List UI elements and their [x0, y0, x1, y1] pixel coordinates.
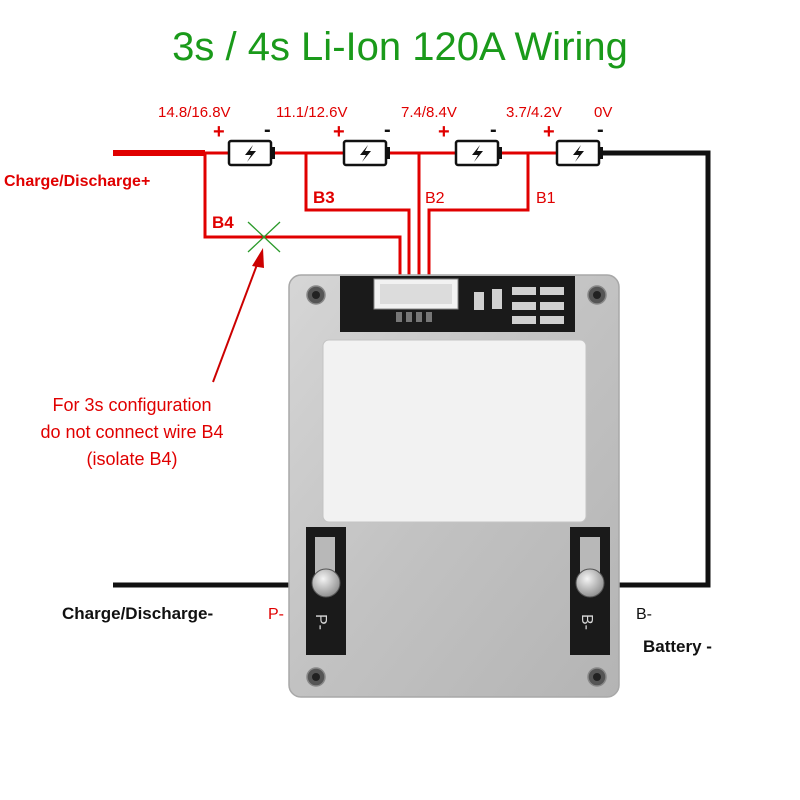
charge-plus-label: Charge/Discharge+ [4, 173, 150, 190]
battery-cell-1 [555, 139, 605, 167]
battery-cell-4 [227, 139, 277, 167]
charge-minus-label: Charge/Discharge- [62, 604, 213, 623]
minus-sign-2: - [384, 119, 391, 141]
note-line-1: For 3s configuration [52, 395, 211, 415]
battery-cell-2 [454, 139, 504, 167]
board-b-label: B- [578, 614, 595, 630]
plus-sign-2: + [333, 121, 345, 143]
plus-sign-4: + [543, 121, 555, 143]
p-minus-label: P- [268, 606, 284, 623]
board-p-label: P- [312, 614, 329, 630]
voltage-label-2: 11.1/12.6V [276, 104, 347, 121]
voltage-label-4: 3.7/4.2V [506, 104, 562, 121]
b3-label: B3 [313, 188, 335, 207]
minus-sign-3: - [490, 119, 497, 141]
board-label-area [322, 339, 587, 523]
minus-sign-1: - [264, 119, 271, 141]
note-line-3: (isolate B4) [86, 449, 177, 469]
b2-label: B2 [425, 190, 445, 207]
b1-label: B1 [536, 190, 556, 207]
page-title: 3s / 4s Li-Ion 120A Wiring [172, 25, 628, 69]
voltage-label-3: 7.4/8.4V [401, 104, 457, 121]
b4-label: B4 [212, 213, 234, 232]
plus-sign-1: + [213, 121, 225, 143]
p-minus-bolt [311, 568, 341, 598]
b-minus-label: B- [636, 606, 652, 623]
battery-minus-label: Battery - [643, 637, 712, 656]
x-cross-icon [247, 221, 281, 253]
plus-sign-3: + [438, 121, 450, 143]
voltage-label-5: 0V [594, 104, 612, 121]
bms-board: P- B- [288, 274, 620, 698]
note-arrow [212, 248, 264, 383]
battery-negative-wire [598, 150, 711, 588]
battery-cell-3 [342, 139, 392, 167]
note-line-2: do not connect wire B4 [40, 422, 223, 442]
red-wiring [113, 150, 556, 282]
voltage-label-1: 14.8/16.8V [158, 104, 231, 121]
minus-sign-4: - [597, 119, 604, 141]
b-minus-bolt [575, 568, 605, 598]
